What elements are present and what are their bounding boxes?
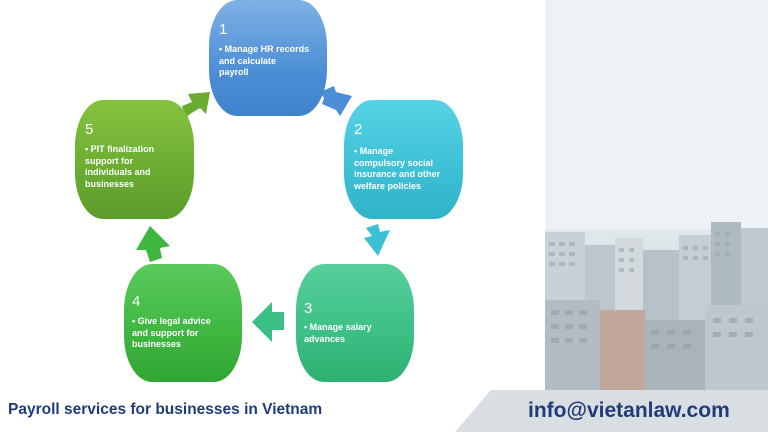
arrow-4-to-5 (136, 226, 170, 262)
arrow-1-to-2 (320, 86, 352, 116)
step-4-number: 4 (132, 293, 141, 310)
arrow-2-to-3 (364, 224, 390, 256)
step-5-text: PIT finalization support for individuals… (85, 144, 154, 190)
footer-title: Payroll services for businesses in Vietn… (8, 401, 323, 418)
step-5-card: 5 PIT finalization support for individua… (75, 100, 194, 219)
contact-email-link[interactable]: info@vietanlaw.com (528, 399, 730, 422)
step-5-number: 5 (85, 121, 94, 138)
arrow-3-to-4 (252, 302, 284, 342)
step-1-number: 1 (219, 21, 228, 38)
step-2-text: Manage compulsory social insurance and o… (354, 146, 440, 192)
email-band (455, 390, 768, 432)
step-1-card: 1 Manage HR records and calculate payrol… (209, 0, 327, 116)
city-photo (545, 0, 768, 432)
step-1-text: Manage HR records and calculate payroll (219, 44, 309, 79)
step-3-number: 3 (304, 300, 313, 317)
arrow-5-to-1 (182, 92, 210, 118)
step-4-card: 4 Give legal advice and support for busi… (124, 264, 242, 382)
step-4-text: Give legal advice and support for busine… (132, 316, 211, 351)
cycle-arrows (136, 86, 390, 342)
step-3-text: Manage salary advances (304, 322, 372, 345)
step-2-number: 2 (354, 121, 363, 138)
step-3-card: 3 Manage salary advances (296, 264, 414, 382)
step-2-card: 2 Manage compulsory social insurance and… (344, 100, 463, 219)
